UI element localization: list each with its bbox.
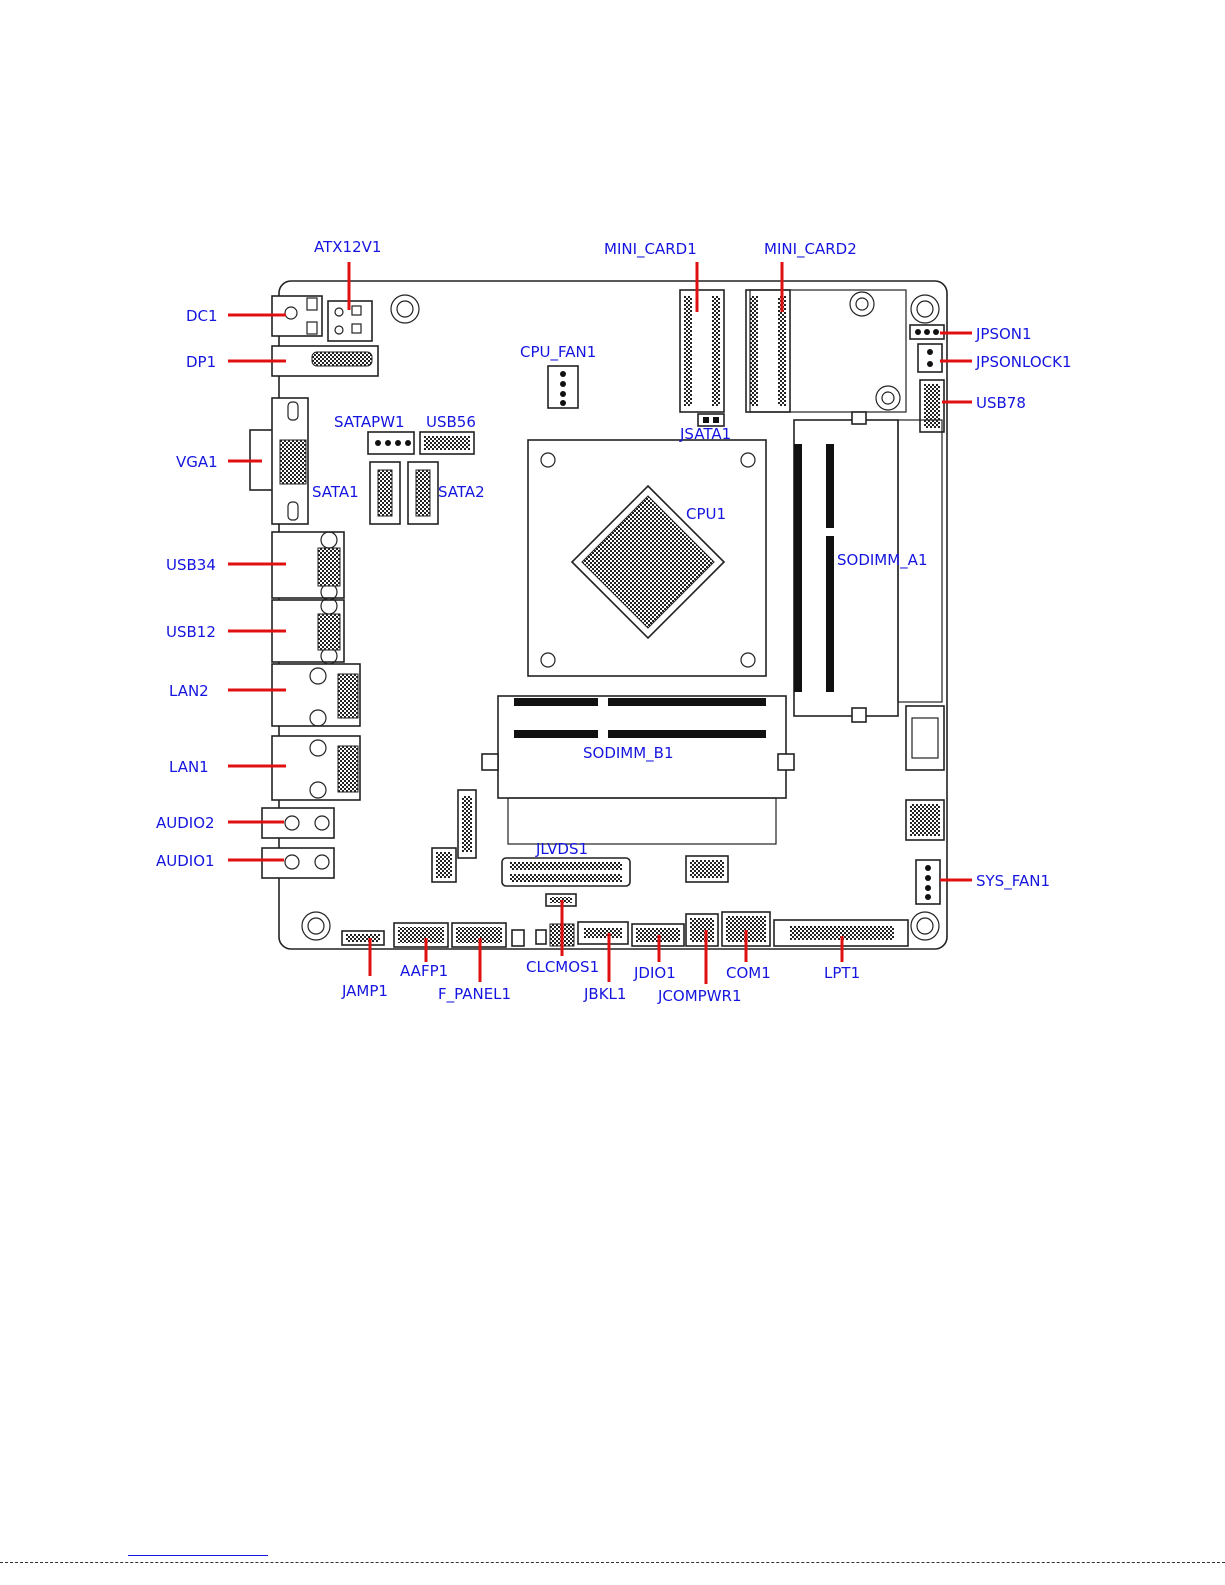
small-header-left [432, 848, 456, 882]
lvds-side-connector [458, 790, 476, 858]
usb56-header [420, 432, 474, 454]
lan2-connector [272, 664, 360, 726]
label-atx12v1: ATX12V1 [314, 238, 381, 256]
label-usb34: USB34 [166, 556, 216, 574]
label-jpson1: JPSON1 [975, 325, 1032, 343]
label-sodimm-a1: SODIMM_A1 [837, 551, 928, 570]
label-jpsonlock1: JPSONLOCK1 [975, 353, 1072, 371]
label-sata2: SATA2 [438, 483, 485, 501]
label-usb56: USB56 [426, 413, 476, 431]
label-com1: COM1 [726, 964, 771, 982]
aafp1-header [394, 923, 448, 947]
sys-fan1-header [916, 860, 940, 904]
label-lpt1: LPT1 [824, 964, 860, 982]
lan1-connector [272, 736, 360, 800]
jbkl1-header [578, 922, 628, 944]
label-audio1: AUDIO1 [156, 852, 215, 870]
label-jcompwr1: JCOMPWR1 [657, 987, 742, 1005]
chip-center [686, 856, 728, 882]
label-vga1: VGA1 [176, 453, 218, 471]
label-aafp1: AAFP1 [400, 962, 448, 980]
label-cpu-fan1: CPU_FAN1 [520, 343, 596, 362]
jpson1-header [910, 325, 944, 339]
label-jamp1: JAMP1 [341, 982, 388, 1000]
label-sodimm-b1: SODIMM_B1 [583, 744, 674, 763]
cpu1-socket [528, 440, 766, 676]
label-sata1: SATA1 [312, 483, 359, 501]
label-lan2: LAN2 [169, 682, 209, 700]
label-mini-card1: MINI_CARD1 [604, 240, 697, 259]
dp1-connector [272, 346, 378, 376]
label-jdio1: JDIO1 [633, 964, 676, 982]
usb78-header [920, 380, 944, 432]
label-clcmos1: CLCMOS1 [526, 958, 599, 976]
label-jsata1: JSATA1 [679, 425, 731, 443]
audio1-connector [262, 848, 334, 878]
label-sys-fan1: SYS_FAN1 [976, 872, 1050, 891]
label-usb12: USB12 [166, 623, 216, 641]
header-right-middle [906, 800, 944, 840]
footnote-separator [128, 1555, 268, 1556]
usb34-connector [272, 532, 344, 600]
label-mini-card2: MINI_CARD2 [764, 240, 857, 259]
sata1-connector [370, 462, 400, 524]
jamp1-header [342, 931, 384, 945]
cpu-fan1-header [548, 366, 578, 408]
label-cpu1: CPU1 [686, 505, 726, 523]
label-f-panel1: F_PANEL1 [438, 985, 511, 1004]
label-dc1: DC1 [186, 307, 218, 325]
sata2-connector [408, 462, 438, 524]
label-jlvds1: JLVDS1 [535, 840, 588, 858]
label-jbkl1: JBKL1 [583, 985, 626, 1003]
mini-card1-slot [680, 290, 724, 412]
satapw1-connector [368, 432, 414, 454]
label-satapw1: SATAPW1 [334, 413, 405, 431]
battery-holder [906, 706, 944, 770]
label-audio2: AUDIO2 [156, 814, 215, 832]
label-lan1: LAN1 [169, 758, 209, 776]
label-dp1: DP1 [186, 353, 216, 371]
label-usb78: USB78 [976, 394, 1026, 412]
jlvds1-connector [502, 858, 630, 886]
jcompwr1-header [686, 914, 718, 946]
jpsonlock1-header [918, 344, 942, 372]
page-bottom-rule [0, 1562, 1225, 1563]
